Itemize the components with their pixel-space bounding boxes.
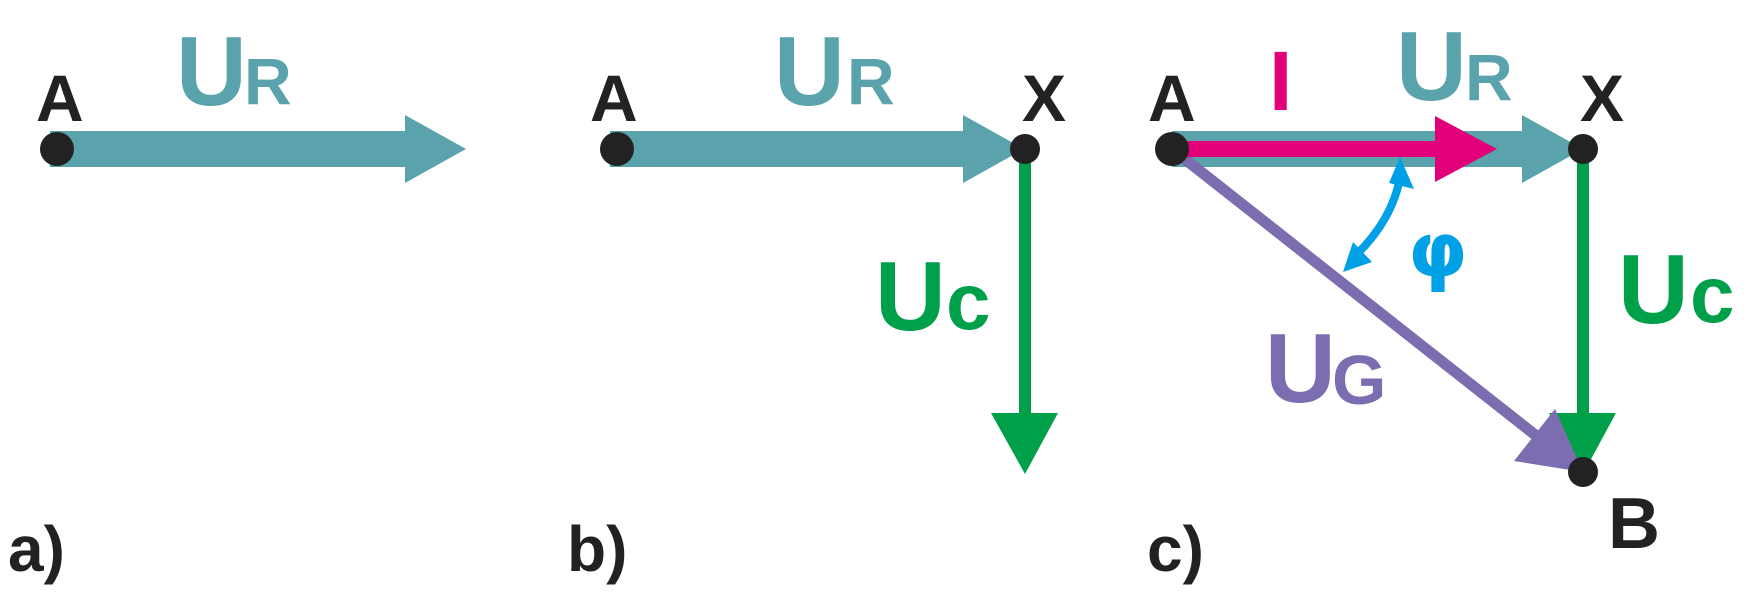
point-x-label: X — [1022, 61, 1066, 135]
panel-a: A U R a) — [8, 16, 466, 585]
uc-arrow — [991, 149, 1058, 474]
caption-b: b) — [567, 513, 627, 585]
i-label: I — [1269, 34, 1292, 128]
ur-label-main: U — [176, 16, 247, 126]
point-b-dot — [1568, 457, 1598, 487]
ug-arrow-shaft — [1168, 144, 1552, 450]
point-x-dot — [1010, 134, 1040, 164]
uc-label-sub: c — [946, 257, 991, 346]
caption-c: c) — [1147, 513, 1204, 585]
ug-label-main: U — [1265, 313, 1336, 423]
point-a-dot — [1155, 132, 1189, 166]
point-a-label: A — [590, 61, 638, 135]
uc-label-sub: c — [1690, 250, 1735, 339]
uc-label-main: U — [1618, 234, 1689, 344]
ur-label-sub: R — [244, 44, 292, 118]
point-a-label: A — [36, 61, 84, 135]
point-x-dot — [1568, 134, 1598, 164]
point-x-label: X — [1580, 61, 1624, 135]
phi-label: φ — [1408, 205, 1467, 294]
point-a-dot — [40, 132, 74, 166]
caption-a: a) — [8, 513, 65, 585]
point-a-label: A — [1148, 61, 1196, 135]
ur-label-sub: R — [847, 44, 895, 118]
panel-c: A X B I U R U c U G φ c) — [1147, 11, 1735, 585]
point-a-dot — [600, 132, 634, 166]
phi-angle-arc — [1353, 177, 1404, 258]
uc-arrow — [1549, 149, 1616, 474]
ug-label-sub: G — [1332, 341, 1386, 419]
ug-arrow-head — [1514, 409, 1583, 472]
point-b-label: B — [1608, 484, 1660, 564]
panel-b: A X U R U c b) — [567, 16, 1066, 585]
ur-label-sub: R — [1465, 40, 1513, 114]
phi-arrowhead-bottom — [1343, 242, 1372, 272]
ur-label-main: U — [1396, 11, 1467, 121]
i-arrow — [1168, 116, 1497, 182]
ur-label-main: U — [774, 16, 845, 126]
ur-arrow — [610, 115, 1024, 183]
phi-arrowhead-top — [1389, 157, 1414, 189]
uc-label-main: U — [875, 241, 946, 351]
ur-arrow — [50, 115, 466, 183]
